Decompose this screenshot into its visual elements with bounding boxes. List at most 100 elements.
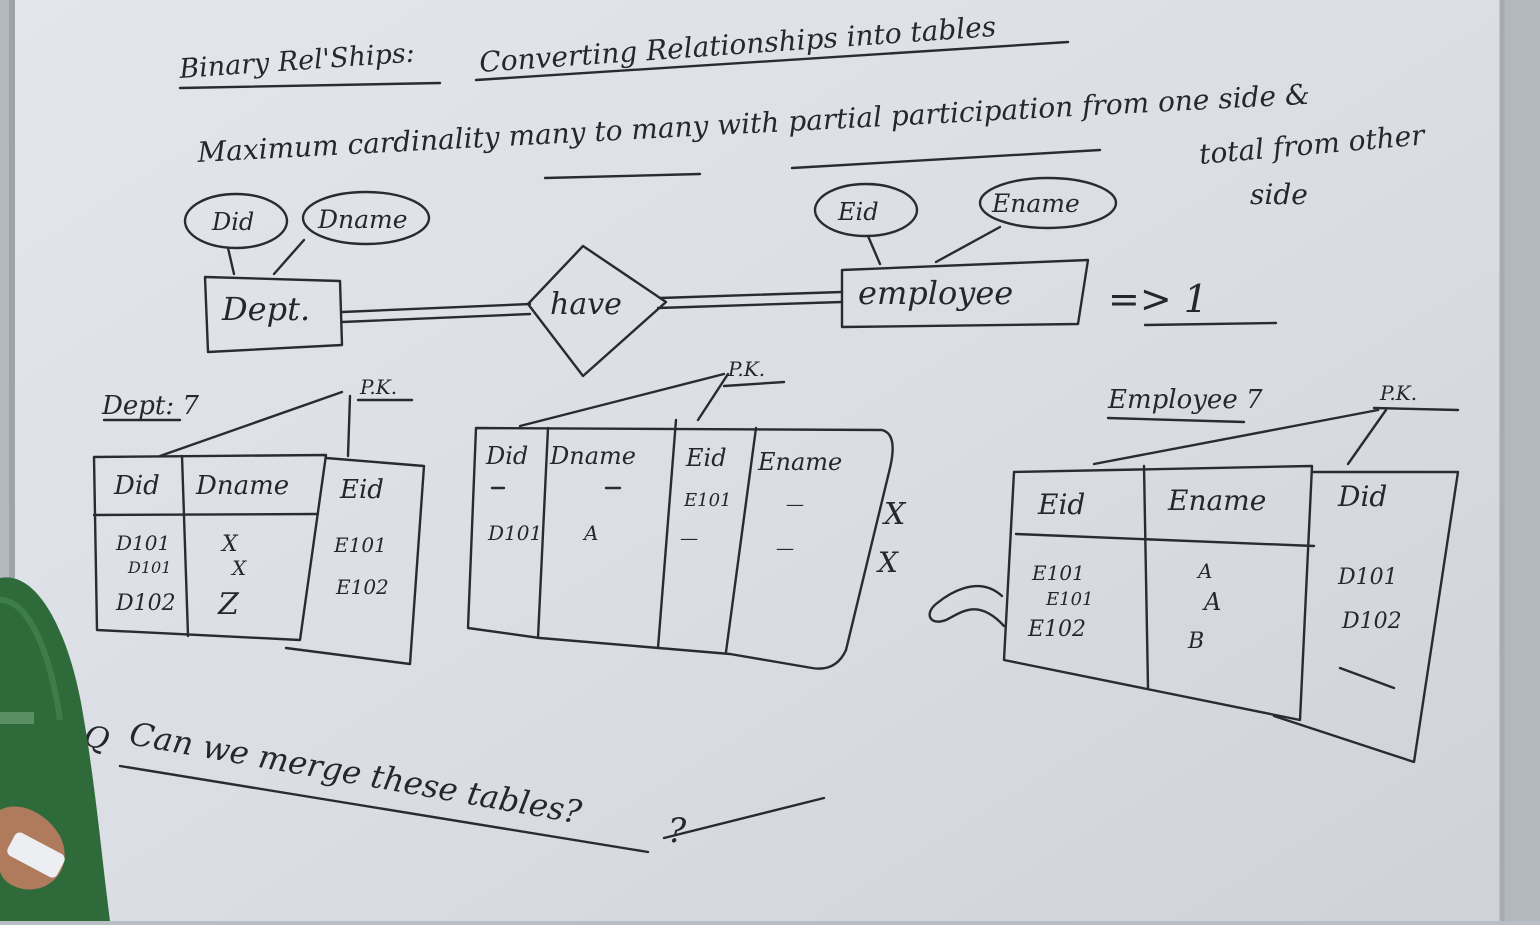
merged-cross-2: X <box>876 546 899 579</box>
merged-table-col-rule-3 <box>724 426 758 654</box>
employee-pk-label: P.K. <box>1379 381 1417 405</box>
employee-pk-arrow-b <box>1346 408 1388 466</box>
dept-cell-dname-2: X <box>230 556 247 580</box>
presenter <box>0 577 110 921</box>
question-arrow <box>662 796 826 840</box>
merged-header-eid: Eid <box>685 444 727 472</box>
dept-cell-did-2: D101 <box>127 558 171 577</box>
attr-link-ename <box>934 225 1002 264</box>
merged-cell-eid-1: E101 <box>683 490 732 511</box>
merged-table-outline <box>466 426 894 670</box>
question-mark: ? <box>668 811 687 851</box>
employee-cell-eid-3: E102 <box>1027 617 1086 642</box>
entity-dept-label: Dept. <box>221 290 310 328</box>
employee-cell-ename-1: A <box>1196 559 1212 583</box>
merged-cell-ename-1: — <box>786 494 804 515</box>
employee-cell-eid-2: E101 <box>1045 589 1094 610</box>
entity-box-dept <box>203 275 344 354</box>
presenter-shirt-logo <box>0 712 34 724</box>
dept-pk-arrow-b <box>346 394 352 458</box>
employee-table-outline <box>1002 464 1314 722</box>
marker-in-hand <box>7 832 65 878</box>
merged-cell-ename-2: — <box>776 538 794 559</box>
dept-header-did: Did <box>113 471 160 501</box>
line-have-employee-a <box>658 290 844 300</box>
dept-table-eid-col <box>284 456 426 666</box>
dept-table-outline <box>92 453 328 642</box>
employee-header-eid: Eid <box>1037 488 1085 521</box>
employee-did-dash <box>1338 666 1396 690</box>
underline-title <box>474 40 1070 82</box>
employee-pk-arrow-a <box>1092 408 1380 466</box>
merged-pk-label: P.K. <box>727 357 765 381</box>
line-have-employee-b <box>656 300 844 310</box>
proportional-sign <box>928 584 1006 628</box>
merged-header-ename: Ename <box>757 448 842 476</box>
attr-dname-label: Dname <box>317 205 408 234</box>
employee-caption: Employee 7 <box>1107 385 1263 415</box>
merged-header-dname: Dname <box>549 442 636 470</box>
entity-employee-label: employee <box>858 274 1013 312</box>
dept-caption: Dept: 7 <box>101 391 199 421</box>
employee-table-did-col <box>1272 470 1460 764</box>
merged-cell-dname-2: A <box>582 521 598 545</box>
merged-pk-arrow-a <box>518 372 726 428</box>
attr-link-dname <box>272 238 306 276</box>
result-label: => 1 <box>1108 277 1208 321</box>
entity-box-employee <box>840 258 1090 329</box>
attr-ellipse-dname <box>301 190 431 246</box>
employee-cell-did-1: D101 <box>1337 565 1398 590</box>
merged-pk-underline <box>722 380 786 388</box>
employee-pk-underline <box>1372 406 1460 412</box>
merged-header-did: Did <box>485 442 528 470</box>
attr-ellipse-eid <box>813 182 919 238</box>
underline-many <box>543 172 702 180</box>
merged-cross-1: X <box>882 497 907 532</box>
employee-header-did: Did <box>1337 480 1387 513</box>
employee-cell-eid-1: E101 <box>1031 561 1085 585</box>
attr-ellipse-ename <box>978 176 1118 230</box>
dept-pk-label: P.K. <box>359 375 397 399</box>
employee-caption-underline <box>1106 416 1246 424</box>
employee-table-col-rule <box>1142 464 1150 690</box>
whiteboard-surface <box>12 0 1502 921</box>
dept-cell-eid-1: E101 <box>333 533 387 557</box>
employee-cell-did-2: D102 <box>1341 609 1402 634</box>
attr-eid-label: Eid <box>837 198 879 226</box>
dept-table-col-rule <box>180 454 190 638</box>
attr-link-eid <box>866 234 882 266</box>
employee-cell-ename-3: B <box>1187 629 1204 654</box>
merged-table-col-rule-1 <box>536 426 550 640</box>
attr-did-label: Did <box>211 208 254 236</box>
heading-line3: side <box>1250 178 1308 211</box>
line-dept-have-b <box>340 312 532 324</box>
presenter-shirt-fold <box>0 597 63 721</box>
attr-ename-label: Ename <box>991 189 1080 218</box>
dept-cell-did-3: D102 <box>115 591 176 616</box>
merged-cell-eid-2: — <box>680 528 698 549</box>
merged-pk-arrow-b <box>696 372 730 422</box>
merged-cell-did-2: D101 <box>487 521 542 545</box>
line-dept-have-a <box>340 302 532 314</box>
dept-cell-eid-2: E102 <box>335 575 389 599</box>
relation-have-label: have <box>550 287 622 322</box>
underline-partial <box>790 148 1102 170</box>
merged-table-col-rule-2 <box>656 418 678 650</box>
dept-pk-arrow-a <box>158 390 344 458</box>
attr-link-did <box>226 246 236 276</box>
dept-cell-dname-1: X <box>220 532 239 557</box>
dept-table-header-rule <box>92 512 320 517</box>
dept-header-dname: Dname <box>195 471 289 501</box>
dept-header-eid: Eid <box>339 475 384 505</box>
employee-cell-ename-2: A <box>1202 588 1221 616</box>
employee-table-header-rule <box>1014 532 1316 548</box>
employee-header-ename: Ename <box>1167 484 1266 517</box>
attr-ellipse-did <box>183 192 289 250</box>
underline-result <box>1143 321 1278 327</box>
relation-diamond <box>526 244 668 378</box>
proportional-symbol: ∝ <box>926 639 927 641</box>
dept-cell-dname-3: Z <box>217 587 240 622</box>
question-underline <box>118 764 650 854</box>
